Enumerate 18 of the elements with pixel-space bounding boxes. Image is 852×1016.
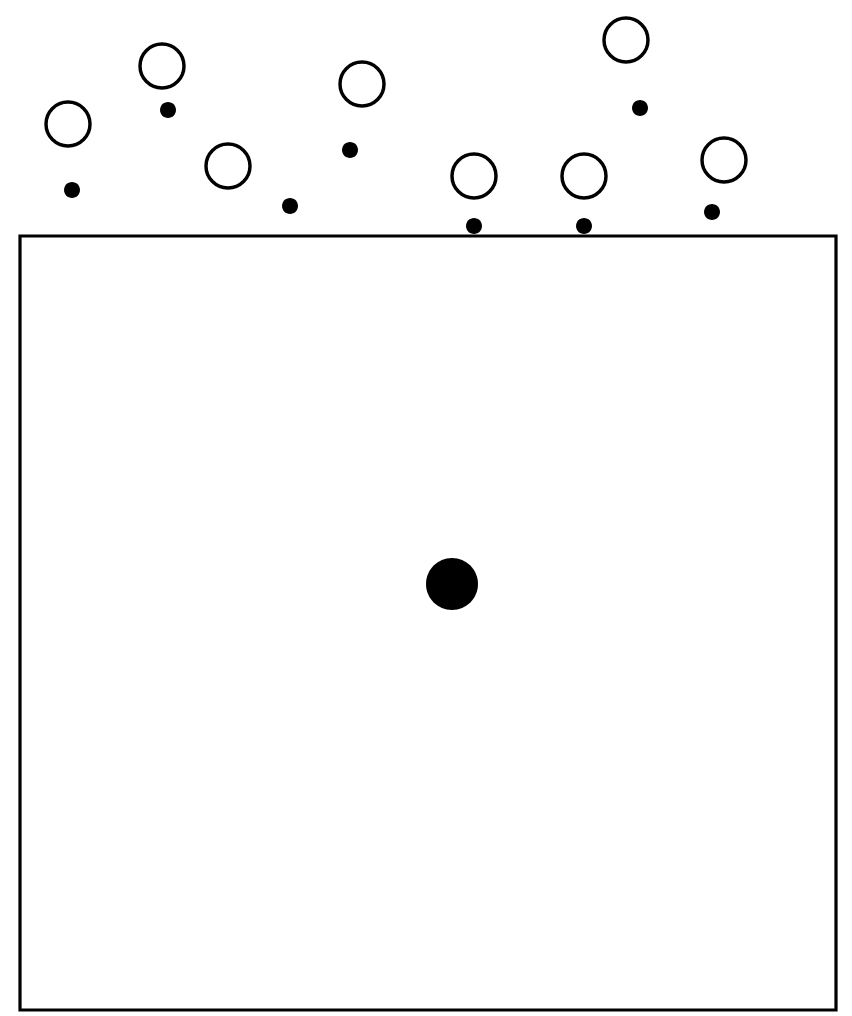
dot [426, 558, 478, 610]
dot [576, 218, 592, 234]
dot [704, 204, 720, 220]
dot [282, 198, 298, 214]
ring [700, 136, 748, 184]
ring [560, 152, 608, 200]
dot [64, 182, 80, 198]
ring [138, 42, 186, 90]
dot [160, 102, 176, 118]
dot [342, 142, 358, 158]
container-box [18, 234, 838, 1012]
dot [466, 218, 482, 234]
ring [204, 142, 252, 190]
dot [632, 100, 648, 116]
ring [44, 100, 92, 148]
ring [602, 16, 650, 64]
ring [338, 60, 386, 108]
ring [450, 152, 498, 200]
